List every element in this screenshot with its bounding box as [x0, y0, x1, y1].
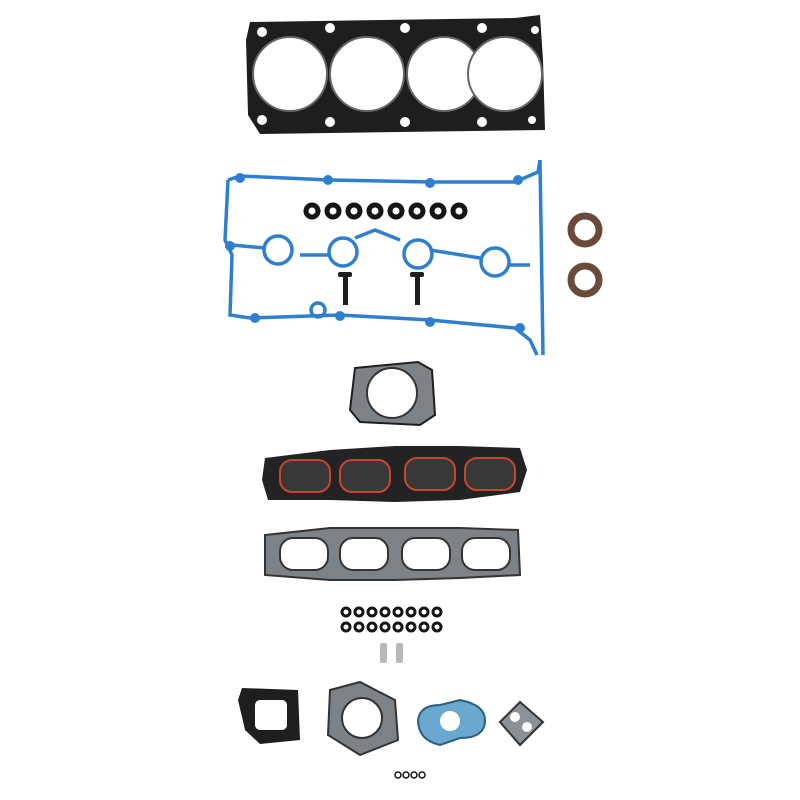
- valve-cover-gasket: [223, 159, 545, 356]
- exhaust-manifold-gasket: [264, 527, 522, 581]
- cylinder-head-gasket: [246, 15, 545, 134]
- crankshaft-seals: [567, 212, 603, 298]
- throttle-body-gasket: [348, 360, 437, 427]
- valve-stem-seals: [303, 202, 468, 220]
- idle-air-gasket: [498, 700, 545, 747]
- intake-manifold-gasket: [262, 446, 527, 502]
- small-o-rings: [394, 771, 426, 779]
- valve-cover-bolts: [338, 272, 424, 305]
- water-outlet-gasket: [238, 688, 300, 744]
- egr-gasket: [326, 680, 400, 757]
- blue-flange-gasket: [416, 698, 487, 747]
- o-rings: [340, 606, 443, 633]
- dowel-pins: [380, 643, 403, 663]
